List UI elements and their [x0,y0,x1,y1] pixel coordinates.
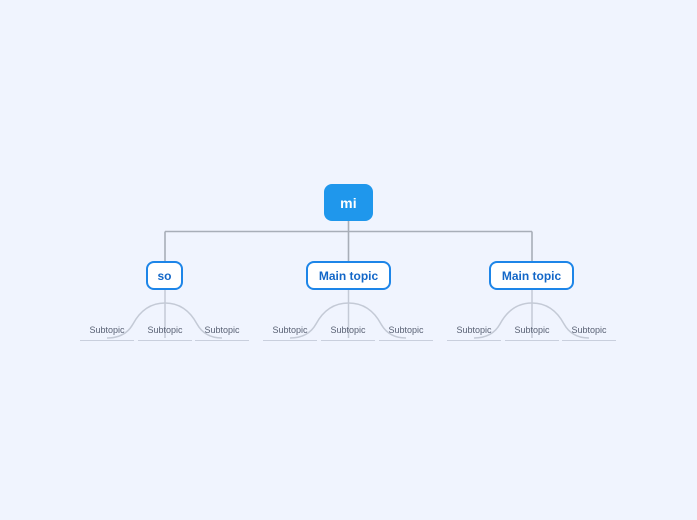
mindmap-leaf-node[interactable]: Subtopic [381,325,431,341]
mindmap-leaf-node[interactable]: Subtopic [564,325,614,341]
leaf-node-label: Subtopic [330,325,366,335]
mindmap-leaf-node[interactable]: Subtopic [449,325,499,341]
mindmap-branch-node-2[interactable]: Main topic [489,261,574,290]
mindmap-leaf-node[interactable]: Subtopic [197,325,247,341]
branch-node-label: so [157,268,172,283]
mindmap-leaf-node[interactable]: Subtopic [323,325,373,341]
mindmap-leaf-node[interactable]: Subtopic [265,325,315,341]
mindmap-branch-node-0[interactable]: so [146,261,183,290]
leaf-underline [195,340,249,341]
leaf-underline [80,340,134,341]
leaf-underline [379,340,433,341]
mindmap-leaf-node[interactable]: Subtopic [140,325,190,341]
leaf-underline [321,340,375,341]
leaf-node-label: Subtopic [89,325,125,335]
mindmap-branch-node-1[interactable]: Main topic [306,261,391,290]
leaf-underline [562,340,616,341]
leaf-node-label: Subtopic [147,325,183,335]
mindmap-root-node[interactable]: mi [324,184,373,221]
leaf-underline [447,340,501,341]
leaf-underline [263,340,317,341]
leaf-node-label: Subtopic [204,325,240,335]
leaf-underline [505,340,559,341]
mindmap-leaf-node[interactable]: Subtopic [82,325,132,341]
leaf-underline [138,340,192,341]
branch-node-label: Main topic [318,268,379,283]
root-node-label: mi [340,194,357,211]
leaf-node-label: Subtopic [272,325,308,335]
mindmap-leaf-node[interactable]: Subtopic [507,325,557,341]
branch-node-label: Main topic [501,268,562,283]
leaf-node-label: Subtopic [571,325,607,335]
leaf-node-label: Subtopic [388,325,424,335]
leaf-node-label: Subtopic [456,325,492,335]
leaf-node-label: Subtopic [514,325,550,335]
